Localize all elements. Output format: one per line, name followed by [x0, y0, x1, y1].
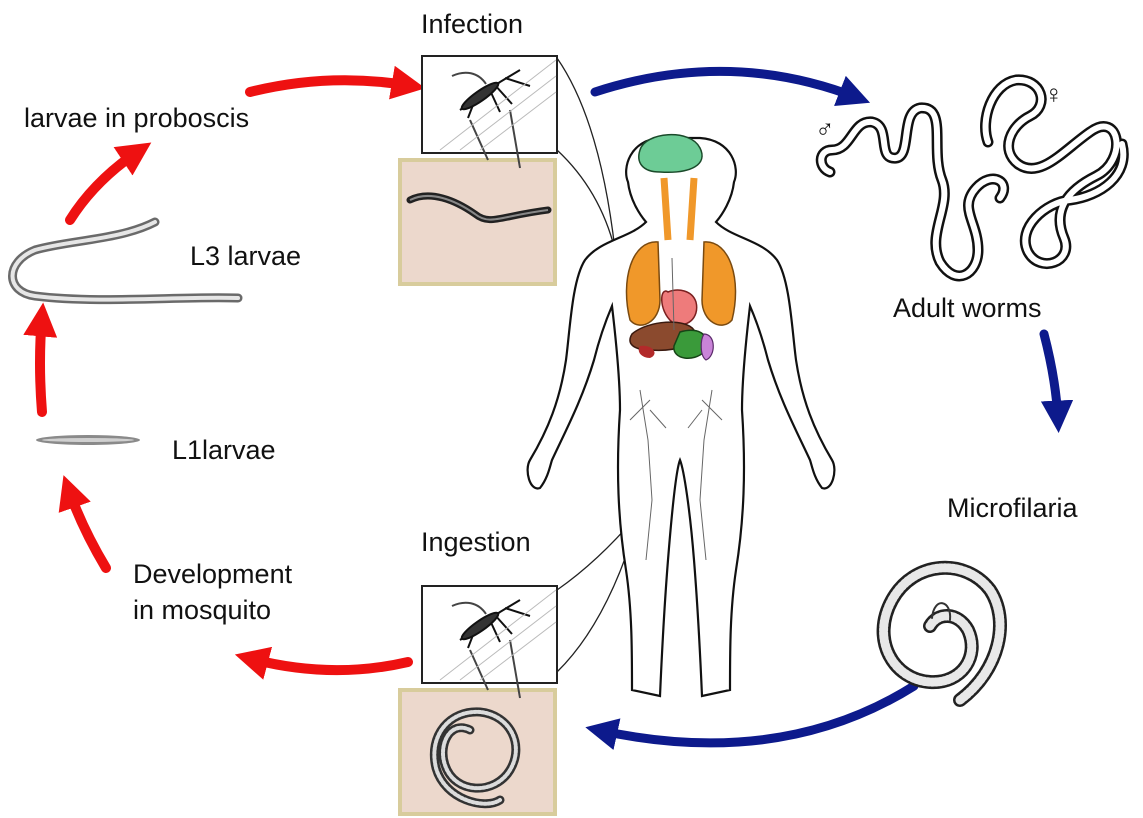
- label-development-line2: in mosquito: [133, 594, 271, 626]
- infection-inset: [400, 56, 557, 284]
- arrow-ingestion-to-development: [248, 658, 408, 670]
- female-symbol: ♀: [1044, 79, 1064, 109]
- ingestion-inset: [400, 586, 557, 814]
- adult-worms-drawing: [821, 80, 1123, 276]
- label-adult-worms: Adult worms: [893, 292, 1042, 324]
- label-larvae-in-proboscis: larvae in proboscis: [24, 102, 249, 134]
- body-outline: [528, 138, 835, 696]
- l1-larva-drawing: [36, 435, 140, 445]
- brain: [639, 135, 702, 173]
- arrow-microfilaria-to-ingestion: [598, 686, 914, 743]
- arrow-l3-to-proboscis: [70, 150, 140, 220]
- label-development-line1: Development: [133, 558, 292, 590]
- arrow-infection-to-adults: [595, 71, 858, 98]
- arrow-proboscis-to-infection: [250, 80, 412, 92]
- arrow-l1-to-l3: [40, 316, 42, 412]
- arrow-development-to-l1: [68, 488, 106, 568]
- label-infection: Infection: [421, 8, 523, 40]
- label-microfilaria: Microfilaria: [947, 492, 1078, 524]
- label-ingestion: Ingestion: [421, 526, 531, 558]
- arrow-adults-to-microfilaria: [1044, 334, 1058, 420]
- microfilaria-drawing: [884, 568, 1000, 700]
- male-symbol: ♂: [815, 114, 835, 144]
- label-l3-larvae: L3 larvae: [190, 240, 301, 272]
- label-l1-larvae: L1larvae: [172, 434, 276, 466]
- human-body-icon: [528, 135, 835, 696]
